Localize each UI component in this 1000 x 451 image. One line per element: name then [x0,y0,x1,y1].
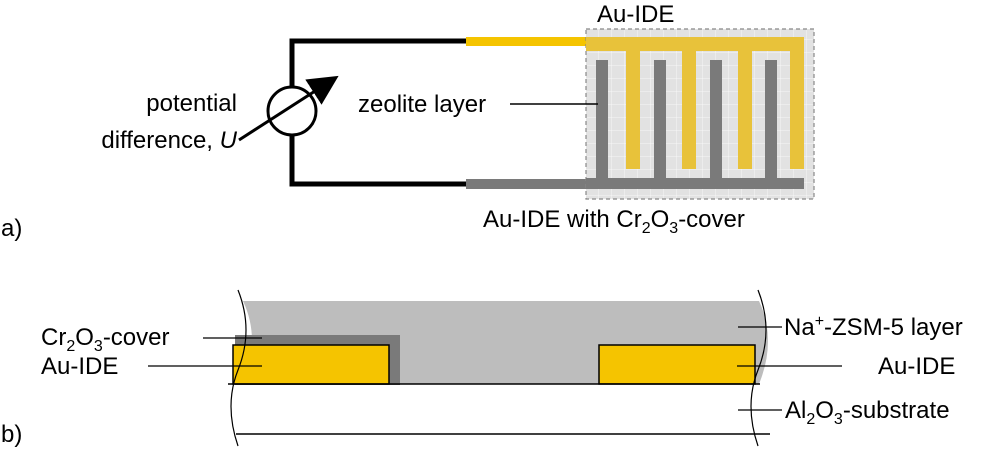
au-ide-left [232,344,390,385]
au-ide-right-label: Au-IDE [878,353,955,380]
voltage-label-line2: difference, U [101,127,237,154]
cr-covered-comb [586,60,804,189]
panel-b: Cr2O3-cover Au-IDE Na+-ZSM-5 layer Au-ID… [1,289,963,448]
zeolite-label: zeolite layer [358,91,486,118]
voltage-label-line1: potential [146,90,237,117]
ide-top-label: Au-IDE [597,1,674,28]
right-break-curve [750,289,767,447]
ide-bottom-label: Au-IDE with Cr2O3-cover [483,206,745,237]
cover-label: Cr2O3-cover [41,324,170,355]
au-ide-left-label: Au-IDE [41,353,118,380]
gold-comb [586,37,804,169]
substrate-label: Al2O3-substrate [785,397,950,428]
voltage-source-icon [238,75,339,142]
panel-b-label: b) [1,421,22,448]
zsm-label: Na+-ZSM-5 layer [784,313,963,341]
grey-lead [466,179,586,189]
left-break-curve [230,289,247,447]
gold-lead [466,37,586,46]
au-ide-right [598,344,756,385]
ide-chip [585,28,815,200]
panel-a-label: a) [1,215,22,242]
panel-a: Au-IDE zeolite layer potential differenc… [1,1,815,242]
